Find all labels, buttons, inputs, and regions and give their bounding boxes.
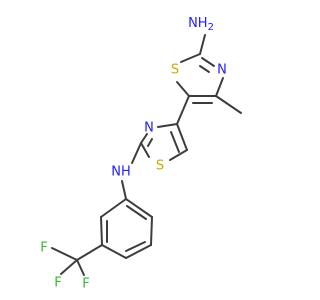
amino-subscript: 2 xyxy=(208,22,214,33)
bond xyxy=(170,131,180,153)
bond xyxy=(76,259,85,276)
nitrogen-label: N xyxy=(217,63,227,78)
bond xyxy=(131,142,142,164)
bond xyxy=(176,123,188,151)
fluorine-label: F xyxy=(82,277,89,292)
bond xyxy=(76,244,103,261)
bond xyxy=(140,142,150,158)
amine-nh-label: NH xyxy=(111,165,131,180)
bond xyxy=(125,198,153,218)
bond xyxy=(121,180,127,200)
bond xyxy=(169,149,188,161)
bond xyxy=(60,259,78,275)
methyl-bond xyxy=(215,95,242,114)
amino-nh-text: NH xyxy=(188,16,208,31)
bond xyxy=(147,138,153,147)
bond xyxy=(199,65,210,73)
bond xyxy=(51,247,78,261)
amino-nh2-label: NH2 xyxy=(188,16,214,33)
bond xyxy=(125,244,152,259)
sulfur-label: S xyxy=(156,159,164,174)
fluorine-label: F xyxy=(40,241,47,256)
bond xyxy=(150,216,153,246)
fluorine-label: F xyxy=(54,276,61,291)
bond xyxy=(201,57,215,67)
lower-thiazole-ring xyxy=(140,123,188,161)
bond xyxy=(100,198,127,218)
bond xyxy=(215,77,224,97)
bond xyxy=(140,133,148,144)
bond xyxy=(199,34,206,55)
bond xyxy=(126,205,147,220)
sulfur-label: S xyxy=(171,63,179,78)
upper-thiazole-ring xyxy=(176,53,224,104)
bond xyxy=(100,216,103,246)
bond xyxy=(157,123,178,128)
bond xyxy=(180,53,201,63)
bond xyxy=(176,95,190,125)
bond xyxy=(176,81,190,97)
phenyl-ring xyxy=(100,198,153,259)
molecule-structure: NH2 N S N S NH F F F xyxy=(40,16,242,292)
bond xyxy=(101,244,127,259)
nitrogen-label: N xyxy=(144,121,154,136)
bond xyxy=(125,241,146,252)
